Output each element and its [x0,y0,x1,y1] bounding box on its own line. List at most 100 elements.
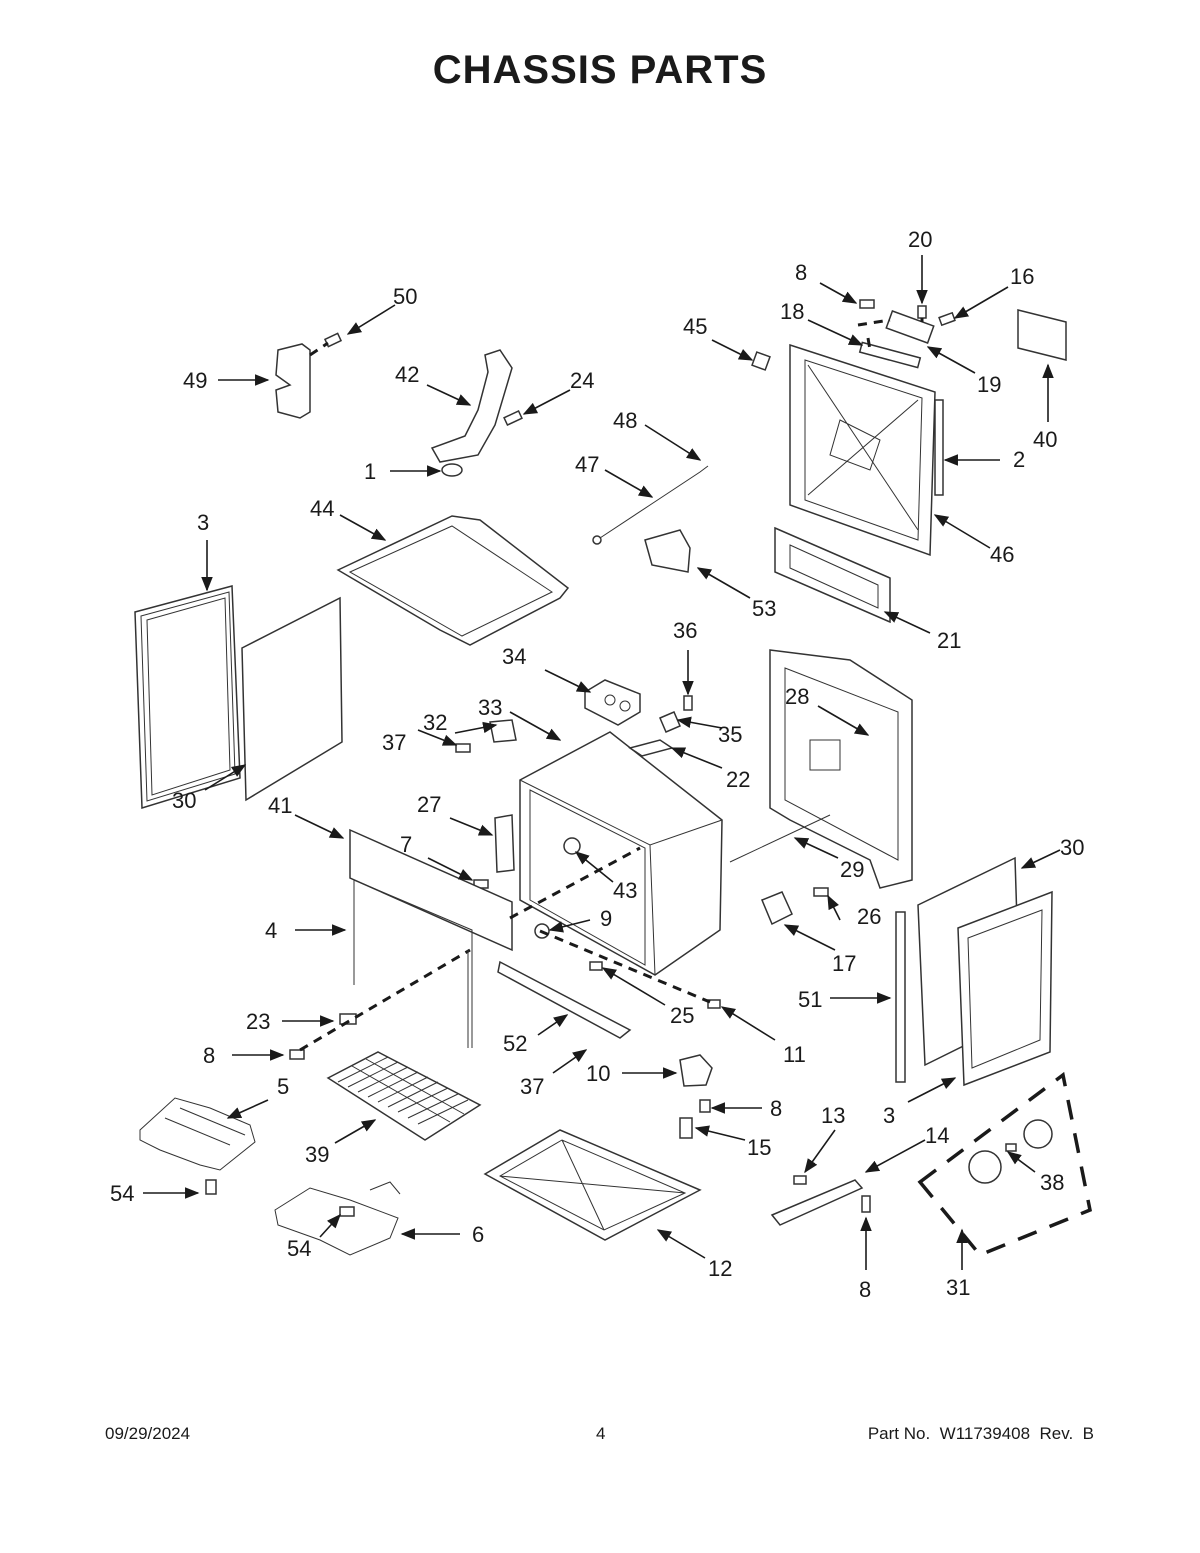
part-33-oven-cavity [519,731,723,976]
part-19-terminal-block [885,310,935,344]
callout-14: 14 [925,1123,949,1148]
part-31-knob-group-border [917,1071,1092,1258]
callout-23: 23 [246,1009,270,1034]
callout-47: 47 [575,452,599,477]
callout-9: 9 [600,906,612,931]
part-36-screw [683,695,693,711]
leader-arrows [143,255,1061,1270]
part-42-bracket [430,349,513,463]
footer-part-number: Part No. W11739408 Rev. B [867,1424,1094,1443]
part-6-broil-element [274,1181,401,1256]
callout-37-lower: 37 [520,1074,544,1099]
part-17-bracket [761,891,793,926]
callout-19: 19 [977,372,1001,397]
callout-24: 24 [570,368,594,393]
part-40-label [1017,309,1067,361]
part-44-top-panel [336,515,570,646]
callout-17: 17 [832,951,856,976]
part-34-control [584,679,641,726]
callout-30-left: 30 [172,788,196,813]
callout-36: 36 [673,618,697,643]
part-5-bake-element [139,1097,256,1171]
part-39-rack [326,1051,482,1141]
part-11-screw [707,999,721,1009]
part-3-right-frame [957,890,1053,1087]
callout-38: 38 [1040,1170,1064,1195]
page-title: CHASSIS PARTS [432,48,768,92]
part-54-screw-right [339,1206,355,1217]
part-31-knob [1023,1119,1053,1149]
part-8-screw-top [859,299,875,309]
part-26-screw [813,887,829,897]
callout-37-upper: 37 [382,730,406,755]
part-8-screw-left [289,1049,305,1060]
part-4-front-frame [353,879,473,1048]
footer-date: 09/29/2024 [105,1424,191,1443]
part-21-rear-bracket [774,526,891,624]
part-3-left-frame [134,585,241,810]
part-45-clip [751,351,771,371]
part-32-bracket [489,719,517,743]
part-53-cover [644,529,691,573]
callout-12: 12 [708,1256,732,1281]
part-51-strip [895,911,906,1083]
part-52-rail [497,960,632,1039]
callout-43: 43 [613,878,637,903]
callout-21: 21 [937,628,961,653]
part-23-fastener [339,1013,357,1025]
callout-22: 22 [726,767,750,792]
callout-13: 13 [821,1103,845,1128]
callout-3-left: 3 [197,510,209,535]
callout-31: 31 [946,1275,970,1300]
callout-10: 10 [586,1061,610,1086]
callout-labels: 50 49 42 24 1 44 3 30 48 47 53 8 20 16 1… [110,227,1084,1302]
part-30-left-panel [241,596,343,802]
callout-51: 51 [798,987,822,1012]
callout-1: 1 [364,459,376,484]
part-41-strip [349,828,513,952]
callout-8-left: 8 [203,1043,215,1068]
part-29-rear-frame [769,649,913,889]
callout-54-left: 54 [110,1181,134,1206]
callout-28: 28 [785,684,809,709]
part-18-bracket [858,341,922,369]
callout-18: 18 [780,299,804,324]
callout-52: 52 [503,1031,527,1056]
callout-7: 7 [400,832,412,857]
part-37-screw-upper [455,743,471,753]
callout-32: 32 [423,710,447,735]
part-16-screw [938,311,956,327]
callout-35: 35 [718,722,742,747]
callout-50: 50 [393,284,417,309]
callout-29: 29 [840,857,864,882]
callout-8-rail: 8 [859,1277,871,1302]
callout-4: 4 [265,918,277,943]
part-8-screw-rail [861,1195,871,1213]
callout-41: 41 [268,793,292,818]
callout-26: 26 [857,904,881,929]
callout-16: 16 [1010,264,1034,289]
part-49-bracket [275,343,311,419]
part-drawings [134,299,1092,1258]
callout-33: 33 [478,695,502,720]
callout-30-right: 30 [1060,835,1084,860]
part-13-clip [793,1175,807,1185]
callout-34: 34 [502,644,526,669]
callout-44: 44 [310,496,334,521]
callout-6: 6 [472,1222,484,1247]
callout-8-valve: 8 [770,1096,782,1121]
part-25-screw [589,961,603,971]
footer-page-number: 4 [596,1424,606,1443]
callout-15: 15 [747,1135,771,1160]
callout-27: 27 [417,792,441,817]
part-8-screw-valve [699,1099,711,1113]
callout-45: 45 [683,314,707,339]
callout-3-right: 3 [883,1103,895,1128]
part-43-fitting [563,837,581,855]
part-46-rear-panel [789,343,936,557]
callout-39: 39 [305,1142,329,1167]
callout-42: 42 [395,362,419,387]
part-38-knob [968,1150,1002,1184]
callout-25: 25 [670,1003,694,1028]
